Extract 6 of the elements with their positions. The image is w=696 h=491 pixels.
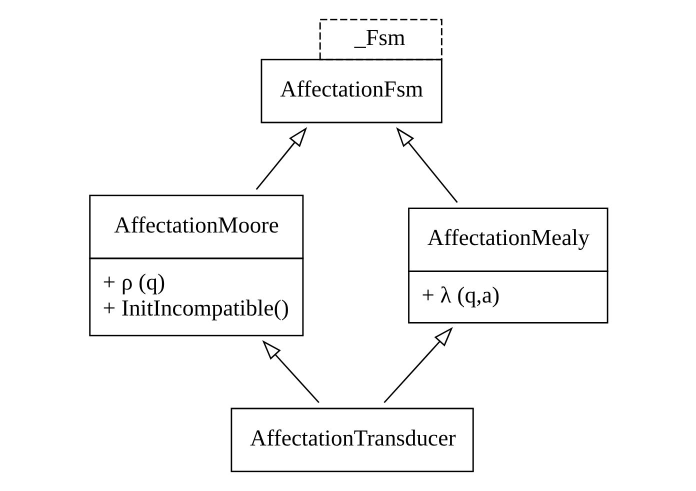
arrow <box>256 127 308 190</box>
node-box: AffectationTransducer <box>230 408 474 472</box>
arrow <box>262 340 320 404</box>
arrow <box>384 326 453 404</box>
arrow <box>396 127 458 203</box>
node-label: _Fsm <box>354 25 406 50</box>
